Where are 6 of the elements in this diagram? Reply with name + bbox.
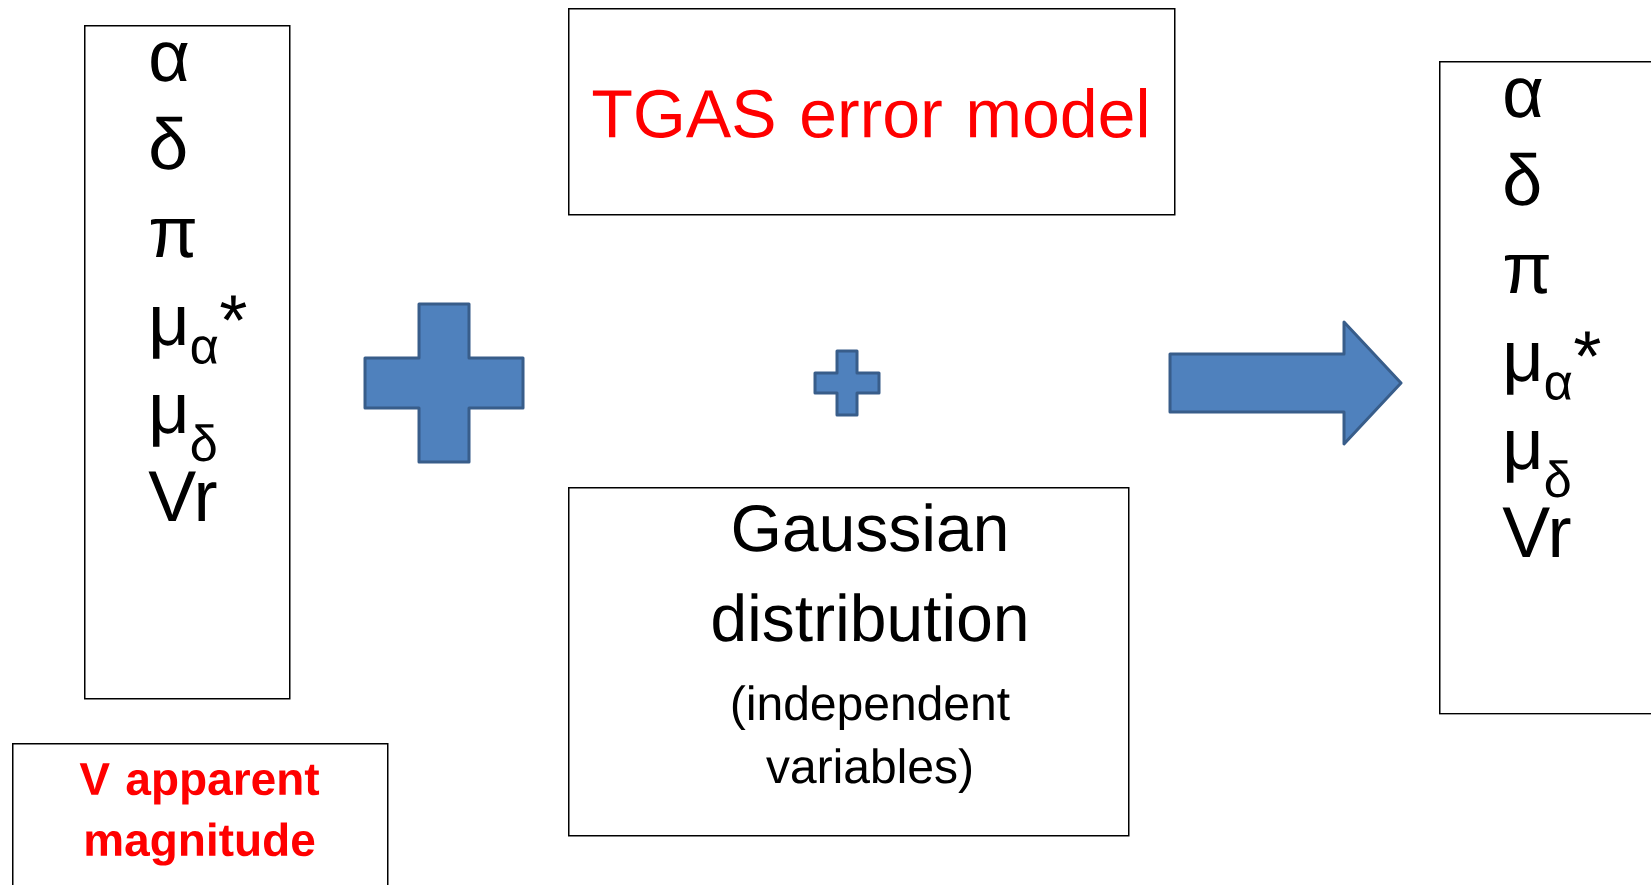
distribution-box: Gaussian distribution (independent variables) — [568, 487, 1130, 837]
parameter-box: α δ π μ$_{α}$* μ$_{δ}$ Vr — [84, 25, 291, 700]
model-box: TGAS error model — [568, 8, 1176, 216]
parameter-box: α δ π μ$_{α}$* μ$_{δ}$ Vr — [1439, 61, 1651, 715]
magnitude-box: V apparent magnitude — [12, 743, 389, 885]
block-arrow — [1168, 320, 1403, 446]
